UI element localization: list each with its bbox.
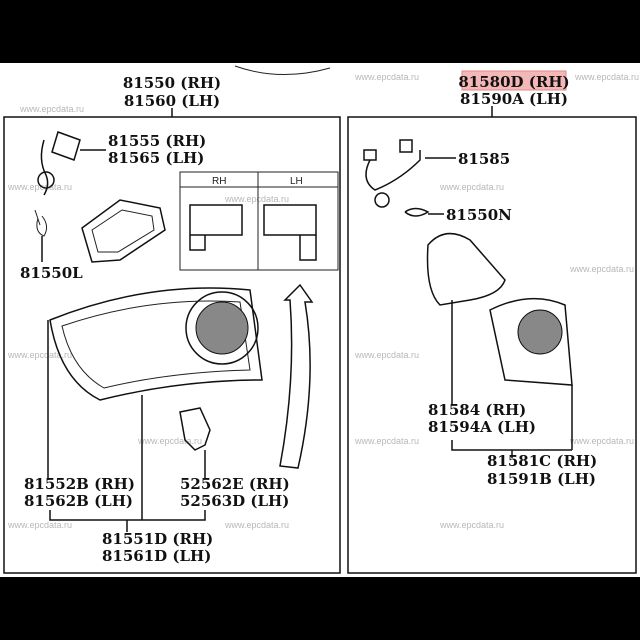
part-number-81550l[interactable]: 81550L <box>20 264 83 282</box>
watermark: www.epcdata.ru <box>19 104 84 114</box>
watermark: www.epcdata.ru <box>224 194 289 204</box>
socket-wire-drawing <box>34 131 106 237</box>
inset-label-lh: LH <box>290 176 303 187</box>
socket-wire-right-drawing <box>363 139 430 217</box>
part-number-81552b[interactable]: 81552B (RH) <box>24 475 135 493</box>
watermark: www.epcdata.ru <box>7 182 72 192</box>
watermark: www.epcdata.ru <box>569 264 634 274</box>
bracket-leader <box>451 440 572 458</box>
inset-label-rh: RH <box>212 176 226 187</box>
connector-drawing <box>189 204 317 261</box>
watermark: www.epcdata.ru <box>7 520 72 530</box>
part-number-81550[interactable]: 81550 (RH) <box>123 74 221 92</box>
cropped-part-outline <box>234 65 331 75</box>
part-number-81565[interactable]: 81565 (LH) <box>108 149 204 167</box>
watermark: www.epcdata.ru <box>354 72 419 82</box>
bracket-drawing <box>179 407 211 451</box>
arrow-drawing <box>279 283 314 469</box>
part-number-81594a[interactable]: 81594A (LH) <box>428 418 536 436</box>
highlight-box <box>461 70 567 91</box>
inset-box <box>179 171 339 271</box>
bracket-leader <box>49 510 206 532</box>
gasket-right-drawing <box>426 232 506 306</box>
part-number-81585[interactable]: 81585 <box>458 150 510 168</box>
watermark: www.epcdata.ru <box>439 520 504 530</box>
part-number-52563d[interactable]: 52563D (LH) <box>180 492 289 510</box>
part-number-81551d[interactable]: 81551D (RH) <box>102 530 213 548</box>
watermark: www.epcdata.ru <box>224 520 289 530</box>
watermark: www.epcdata.ru <box>569 436 634 446</box>
watermark: www.epcdata.ru <box>7 350 72 360</box>
part-number-81560[interactable]: 81560 (LH) <box>124 92 220 110</box>
part-number-81584[interactable]: 81584 (RH) <box>428 401 526 419</box>
part-number-52562e[interactable]: 52562E (RH) <box>180 475 290 493</box>
lamp-right-drawing <box>489 297 573 386</box>
part-number-81562b[interactable]: 81562B (LH) <box>24 492 133 510</box>
part-number-81590a[interactable]: 81590A (LH) <box>460 90 568 108</box>
watermark: www.epcdata.ru <box>354 436 419 446</box>
watermark: www.epcdata.ru <box>574 72 639 82</box>
tail-lamp-drawing <box>49 283 314 469</box>
part-number-81581c[interactable]: 81581C (RH) <box>487 452 597 470</box>
gasket-inner-outline <box>91 209 155 253</box>
part-number-81550n[interactable]: 81550N <box>446 206 512 224</box>
gasket-drawing <box>81 199 166 263</box>
watermarks: www.epcdata.ru www.epcdata.ru www.epcdat… <box>7 72 639 530</box>
part-number-81561d[interactable]: 81561D (LH) <box>102 547 211 565</box>
watermark: www.epcdata.ru <box>439 182 504 192</box>
part-number-81555[interactable]: 81555 (RH) <box>108 132 206 150</box>
lamp-right-reflector <box>517 309 563 355</box>
part-number-81591b[interactable]: 81591B (LH) <box>487 470 596 488</box>
part-number-81580d[interactable]: 81580D (RH) <box>458 73 569 91</box>
watermark: www.epcdata.ru <box>137 436 202 446</box>
watermark: www.epcdata.ru <box>354 350 419 360</box>
